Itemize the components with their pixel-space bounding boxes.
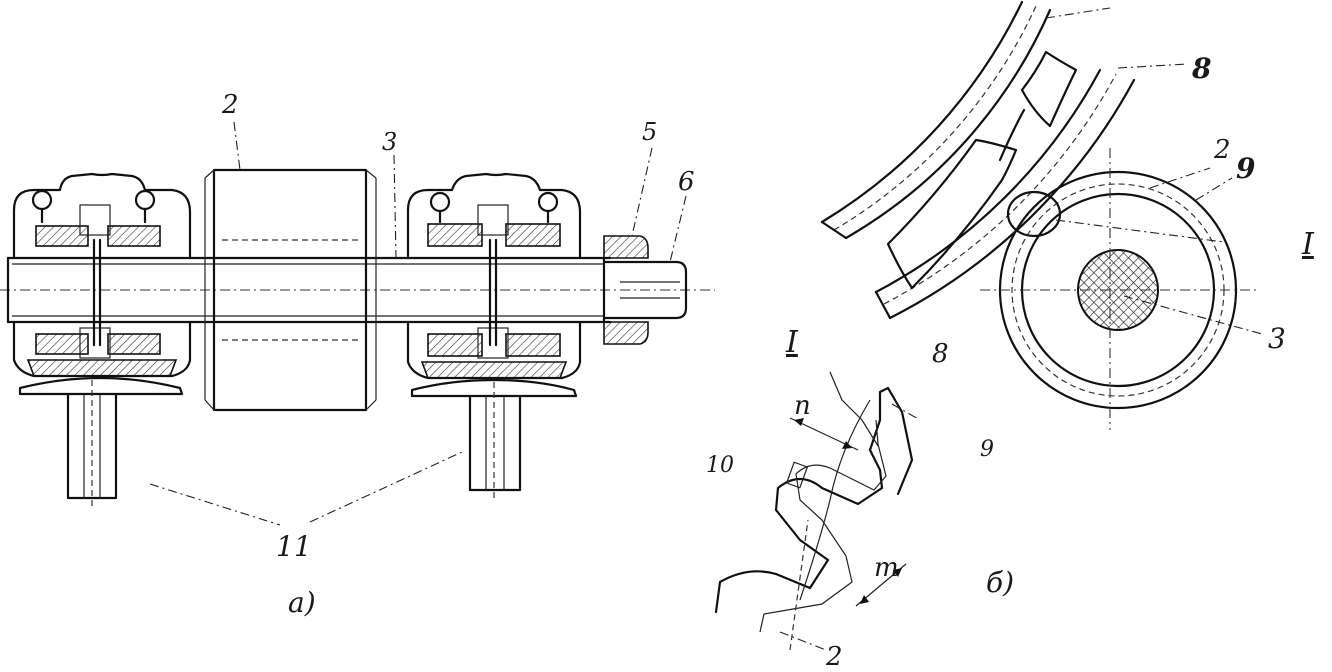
right-bearing-housing: [406, 172, 582, 500]
label-part-10: 10: [706, 453, 734, 478]
figure-a-leaders: [149, 121, 687, 526]
label-part-11: 11: [276, 530, 312, 563]
label-section-I-right: I: [1301, 227, 1315, 262]
label-section-I-left: I: [785, 325, 799, 360]
coupling-and-shaft-end: [602, 235, 688, 345]
label-part-9-detail: 9: [980, 437, 994, 462]
label-part-2-detail: 2: [825, 642, 843, 672]
caption-a: a): [288, 586, 316, 619]
label-part-5: 5: [642, 118, 657, 146]
label-part-8-top: 8: [1191, 52, 1211, 85]
mesh-detail-circle: [1006, 190, 1062, 238]
pinion: [980, 148, 1256, 430]
figure-b-gear-assembly: 8 2 9 I 3 I 8 10 9 n m 2 б): [706, 0, 1315, 672]
gear-rim-segment: [820, 0, 1136, 320]
label-part-2-b: 2: [1213, 135, 1231, 165]
label-part-2: 2: [221, 90, 239, 120]
figure-a-shaft-assembly: 2 3 5 6 11 a): [0, 90, 715, 619]
shaft: [6, 256, 612, 324]
tooth-profile-detail: [714, 371, 914, 651]
label-dim-n: n: [794, 391, 811, 421]
label-part-6: 6: [678, 167, 695, 197]
label-part-8-bottom: 8: [932, 339, 949, 369]
left-bearing-housing: [12, 172, 192, 510]
label-dim-m: m: [874, 553, 899, 583]
caption-b: б): [986, 566, 1014, 599]
drum: [204, 168, 377, 412]
label-part-9: 9: [1236, 152, 1255, 185]
label-part-3-b: 3: [1268, 322, 1286, 355]
figure-b-leaders: [779, 7, 1263, 651]
pinion-shaft-section: [1077, 249, 1159, 331]
label-part-3: 3: [382, 128, 397, 156]
